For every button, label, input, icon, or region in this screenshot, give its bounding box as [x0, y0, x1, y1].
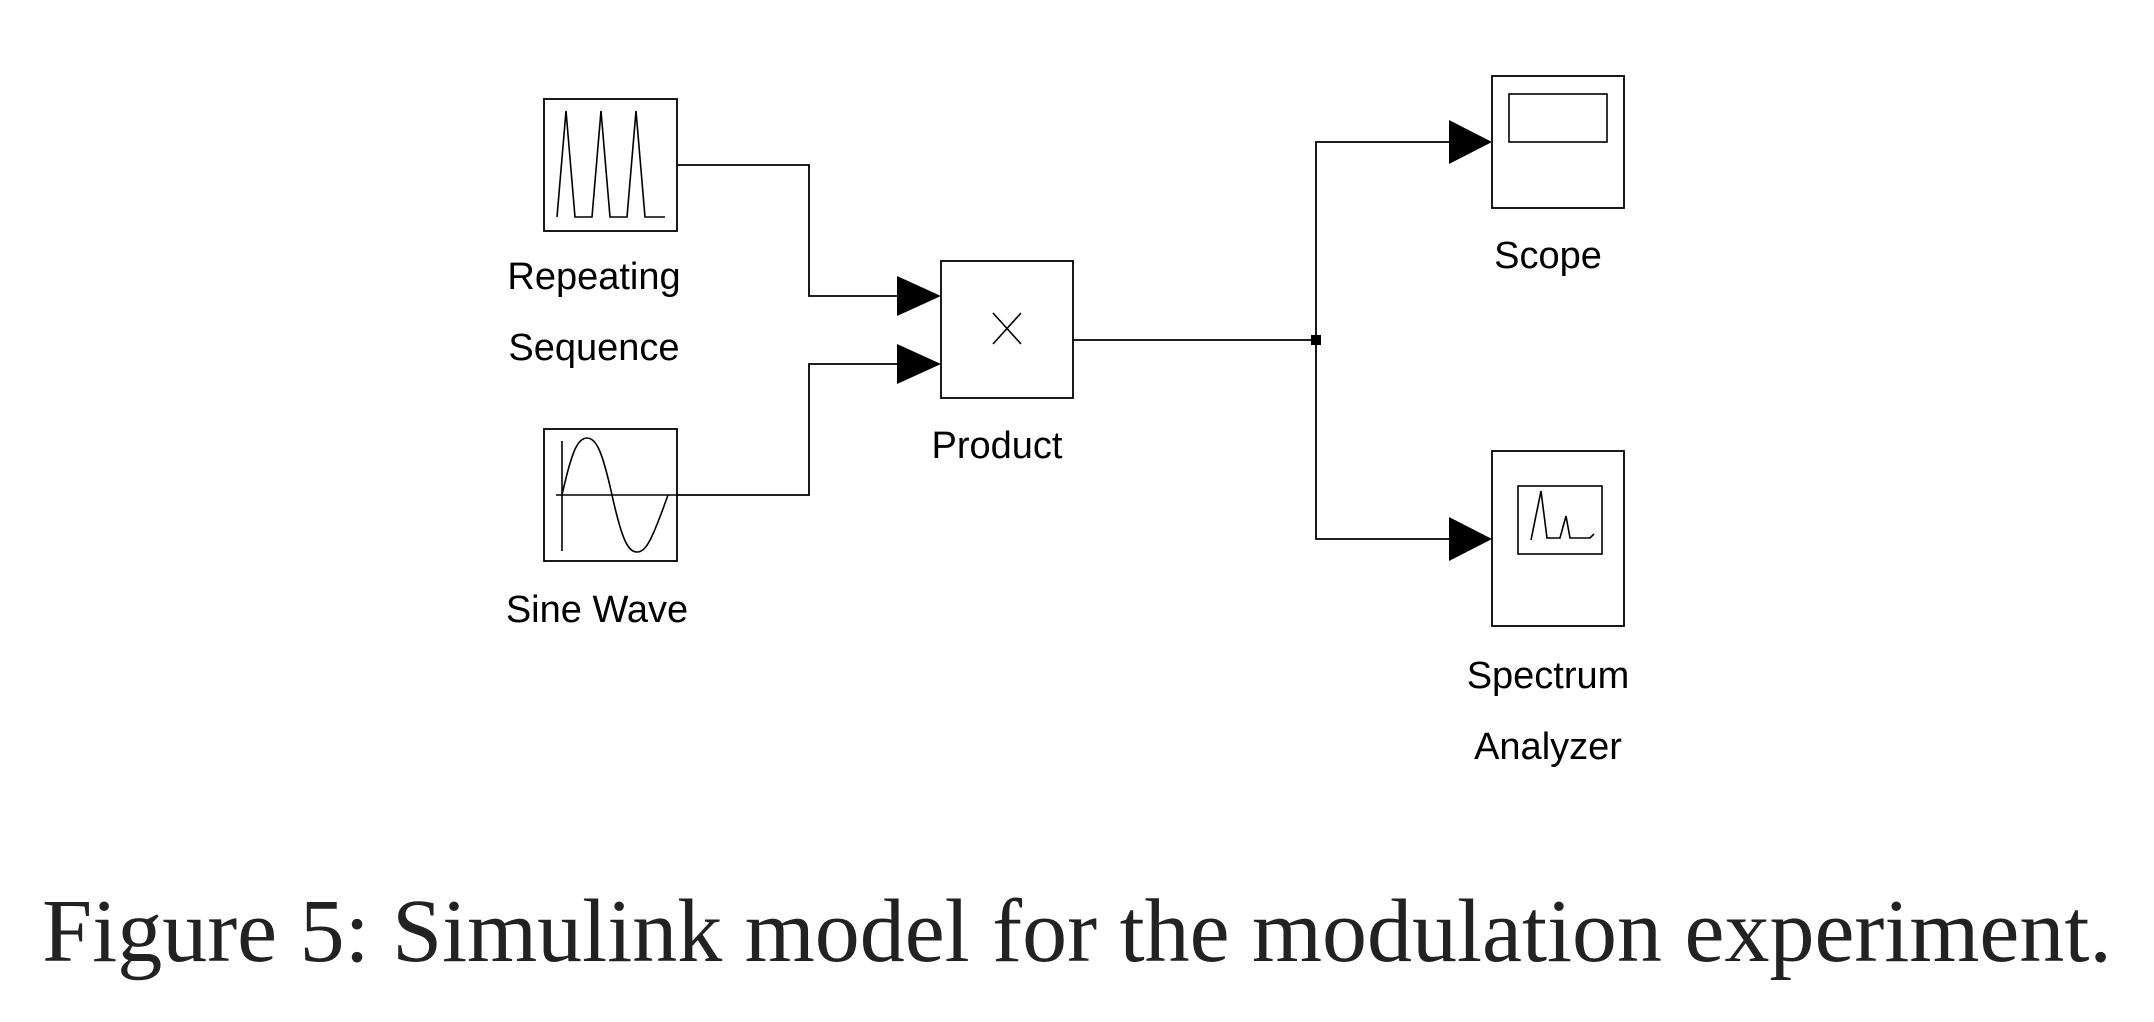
product-input-2-arrow: [897, 344, 941, 384]
spectrum-analyzer-input-arrow: [1449, 517, 1492, 561]
sine-wave-label: Sine Wave: [506, 589, 688, 631]
sine-wave-icon: [561, 437, 669, 553]
wire-branch-to-spectrum-analyzer[interactable]: [1315, 340, 1452, 540]
wire-branch-to-scope[interactable]: [1315, 141, 1452, 340]
scope-block[interactable]: [1491, 75, 1625, 209]
product-block[interactable]: [940, 260, 1074, 399]
repeating-sequence-block[interactable]: [543, 98, 678, 232]
scope-input-arrow: [1449, 120, 1492, 164]
scope-screen-icon: [1508, 93, 1608, 143]
spectrum-analyzer-label-line1: Spectrum: [1467, 655, 1630, 697]
multiply-icon-stroke-2: [992, 312, 1022, 345]
repeating-sequence-label-line2: Sequence: [508, 327, 679, 369]
spectrum-analyzer-block[interactable]: [1491, 450, 1625, 627]
branch-point: [1311, 335, 1321, 345]
repeating-sequence-label-line1: Repeating: [507, 256, 680, 298]
scope-label: Scope: [1494, 235, 1602, 277]
product-input-1-arrow: [897, 276, 941, 316]
spectrum-analyzer-label-line2: Analyzer: [1474, 726, 1622, 768]
figure-caption: Figure 5: Simulink model for the modulat…: [42, 882, 2112, 981]
wire-sine-wave-to-product[interactable]: [677, 363, 905, 496]
sawtooth-icon: [556, 110, 665, 218]
sine-wave-block[interactable]: [543, 428, 678, 562]
spectrum-screen-frame: [1517, 485, 1603, 555]
product-label: Product: [932, 425, 1063, 467]
spectrum-peaks-icon: [1530, 490, 1595, 541]
wire-repeating-sequence-to-product[interactable]: [677, 164, 905, 297]
